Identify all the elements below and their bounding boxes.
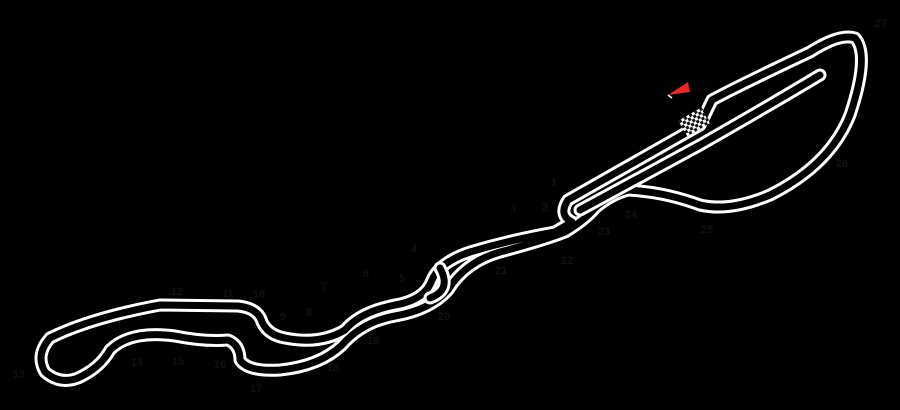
turn-label-5: 5 — [399, 273, 405, 285]
turn-label-25: 25 — [701, 224, 713, 236]
checkered-square — [692, 114, 697, 119]
checkered-square — [698, 124, 703, 129]
checkered-square — [688, 130, 693, 135]
turn-label-12: 12 — [171, 286, 183, 298]
checkered-square — [703, 121, 709, 126]
turn-label-16: 16 — [214, 359, 226, 371]
checkered-square — [686, 121, 691, 126]
turn-label-18: 18 — [327, 362, 339, 374]
turn-label-7: 7 — [321, 281, 327, 293]
turn-label-6: 6 — [363, 268, 369, 280]
turn-label-4: 4 — [411, 243, 418, 255]
checkered-square — [699, 107, 704, 112]
checkered-square — [687, 117, 692, 122]
turn-label-2: 2 — [542, 202, 548, 214]
turn-label-24: 24 — [625, 209, 638, 221]
checkered-square — [684, 129, 689, 134]
red-flag-icon — [667, 82, 690, 99]
turn-label-15: 15 — [172, 356, 184, 368]
checkered-square — [691, 118, 696, 123]
checkered-square — [705, 117, 710, 122]
turn-label-8: 8 — [306, 307, 312, 319]
turn-label-27: 27 — [875, 18, 887, 30]
checkered-square — [678, 119, 683, 124]
checkered-square — [682, 120, 687, 125]
checkered-square — [688, 113, 693, 118]
turn-label-26: 26 — [836, 158, 848, 170]
checkered-square — [695, 119, 700, 124]
track-main-loop-surface — [37, 33, 865, 384]
turn-label-14: 14 — [131, 357, 144, 369]
turn-label-19: 19 — [367, 335, 379, 347]
turn-label-3: 3 — [510, 203, 516, 215]
checkered-square — [696, 115, 701, 120]
checkered-square — [699, 120, 704, 125]
checkered-flag-icon — [678, 107, 710, 137]
turn-label-22: 22 — [561, 255, 573, 267]
checkered-square — [693, 110, 698, 115]
checkered-square — [697, 111, 703, 116]
turn-label-23: 23 — [598, 226, 610, 238]
checkered-square — [693, 127, 698, 132]
checkered-square — [694, 123, 699, 128]
turn-label-9: 9 — [280, 311, 286, 323]
checkered-square — [700, 116, 706, 121]
checkered-square — [689, 126, 694, 131]
checkered-square — [690, 122, 695, 127]
checkered-square — [685, 125, 690, 130]
checkered-square — [683, 116, 688, 121]
turn-labels: 1 2 3 4 5 6 7 8 9 10 11 12 13 14 15 16 1… — [13, 18, 887, 395]
turn-label-17: 17 — [250, 383, 262, 395]
track-pit-straight-surface — [576, 71, 824, 214]
turn-label-21: 21 — [495, 265, 507, 277]
checkered-square — [702, 112, 707, 117]
turn-label-20: 20 — [438, 311, 450, 323]
turn-label-13: 13 — [13, 369, 25, 381]
track-inner-link-surface — [426, 264, 448, 302]
turn-label-10: 10 — [253, 289, 265, 301]
turn-label-1: 1 — [551, 177, 557, 189]
checkered-square — [681, 124, 686, 129]
turn-label-11: 11 — [222, 288, 234, 300]
